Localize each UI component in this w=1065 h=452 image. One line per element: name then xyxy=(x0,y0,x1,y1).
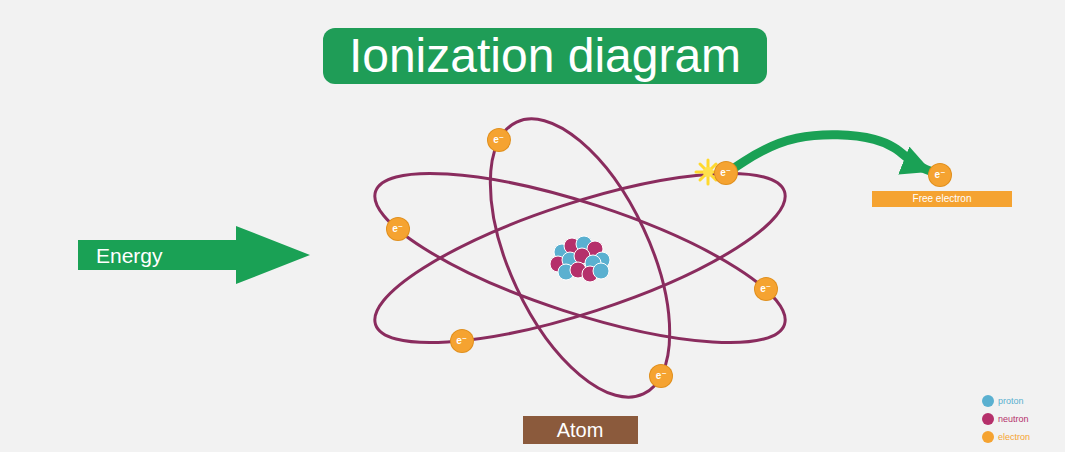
legend-text: proton xyxy=(998,396,1024,406)
legend: proton neutron electron xyxy=(982,392,1030,446)
node-text: e⁻ xyxy=(493,135,504,145)
orbit xyxy=(453,92,707,423)
nucleus xyxy=(550,236,610,282)
electron-circle: e⁻ xyxy=(650,365,672,387)
node-text: e⁻ xyxy=(760,284,771,294)
legend-swatch xyxy=(982,431,994,443)
energy-arrow: Energy xyxy=(78,226,310,284)
node-text: e⁻ xyxy=(720,168,731,178)
legend-row: proton xyxy=(982,392,1030,410)
legend-swatch xyxy=(982,395,994,407)
node-text: e⁻ xyxy=(456,336,467,346)
electron-circle: e⁻ xyxy=(387,218,409,240)
legend-row: neutron xyxy=(982,410,1030,428)
arrow-body xyxy=(78,226,310,284)
node-text: Free electron xyxy=(913,193,972,205)
node-text: e⁻ xyxy=(392,224,403,234)
electron-circle: e⁻ xyxy=(755,278,777,300)
node-text: Energy xyxy=(96,245,163,266)
legend-text: neutron xyxy=(998,414,1029,424)
title-text: Ionization diagram xyxy=(349,32,741,80)
orbit xyxy=(359,139,802,376)
title-banner: Ionization diagram xyxy=(323,28,767,84)
electron-circle: e⁻ xyxy=(929,164,951,186)
node-text: e⁻ xyxy=(935,170,946,180)
orbit xyxy=(359,139,802,376)
label-box: Free electron xyxy=(872,191,1012,207)
legend-row: electron xyxy=(982,428,1030,446)
legend-swatch xyxy=(982,413,994,425)
electron-circle: e⁻ xyxy=(451,330,473,352)
node-text: Atom xyxy=(557,418,604,442)
electron-circle: e⁻ xyxy=(488,129,510,151)
label-box: Atom xyxy=(523,416,638,444)
emission-arrow xyxy=(735,135,930,171)
node-text: e⁻ xyxy=(656,371,667,381)
legend-text: electron xyxy=(998,432,1030,442)
electron-circle: e⁻ xyxy=(715,162,737,184)
orbits xyxy=(359,92,802,423)
